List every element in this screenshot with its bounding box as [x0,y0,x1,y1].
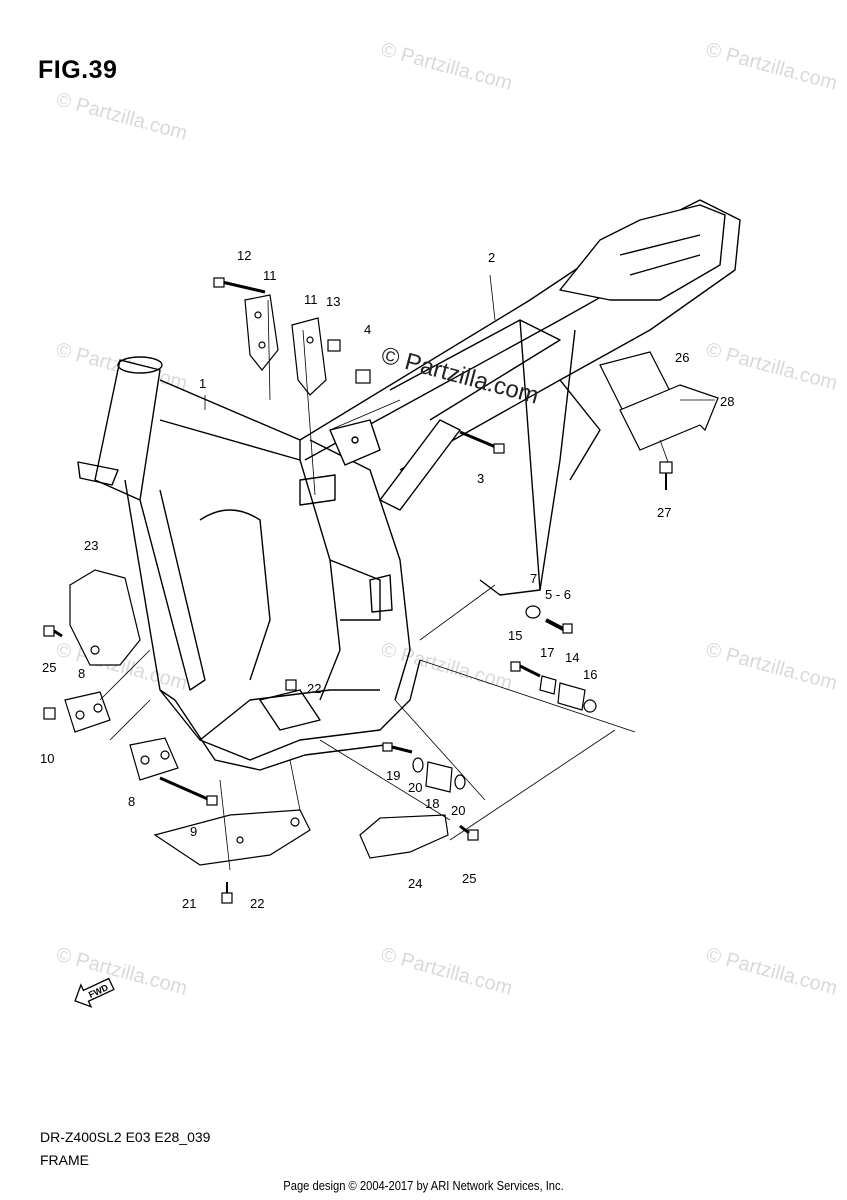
callout-7: 7 [530,571,537,586]
callout-28: 28 [720,394,734,409]
callout-3: 3 [477,471,484,486]
callout-25-left: 25 [42,660,56,675]
callout-1: 1 [199,376,206,391]
callout-2: 2 [488,250,495,265]
callout-10: 10 [40,751,54,766]
callout-22-lower: 22 [250,896,264,911]
callout-8-upper: 8 [78,666,85,681]
callout-12: 12 [237,248,251,263]
watermark: © Partzilla.com [379,944,515,1000]
callout-18: 18 [425,796,439,811]
callout-8-lower: 8 [128,794,135,809]
callout-4: 4 [364,322,371,337]
reference-lines [99,274,715,871]
watermark: © Partzilla.com [704,944,840,1000]
watermark: © Partzilla.com [54,944,190,1000]
callout-14: 14 [565,650,579,665]
watermark: © Partzilla.com [704,339,840,395]
forward-direction-icon: FWD [74,977,115,1008]
callout-22-upper: 22 [307,681,321,696]
callout-11-left: 11 [263,268,277,283]
watermark: © Partzilla.com [704,639,840,695]
watermark: © Partzilla.com [54,89,190,145]
callout-26: 26 [675,350,689,365]
watermark: © Partzilla.com [379,39,515,95]
callout-15: 15 [508,628,522,643]
callout-25-right: 25 [462,871,476,886]
watermark: © Partzilla.com [704,39,840,95]
model-code: DR-Z400SL2 E03 E28_039 [40,1129,211,1145]
callout-16: 16 [583,667,597,682]
callout-23: 23 [84,538,98,553]
page-footer: Page design © 2004-2017 by ARI Network S… [283,1178,564,1193]
callout-5-6: 5 - 6 [545,587,571,602]
figure-title: FIG.39 [38,56,118,84]
callout-20-left: 20 [408,780,422,795]
callout-24: 24 [408,876,422,891]
section-name: FRAME [40,1152,89,1168]
callout-17: 17 [540,645,554,660]
watermark-grid: © Partzilla.com © Partzilla.com © Partzi… [54,39,840,1000]
callout-19: 19 [386,768,400,783]
callout-20-right: 20 [451,803,465,818]
callouts: 1 2 3 4 5 - 6 7 8 8 9 10 11 11 12 13 14 … [40,248,734,911]
small-parts [43,277,719,904]
callout-27: 27 [657,505,671,520]
frame-drawing [77,199,741,771]
callout-13: 13 [326,294,340,309]
callout-11-right: 11 [304,292,318,307]
callout-9: 9 [190,824,197,839]
callout-21: 21 [182,896,196,911]
